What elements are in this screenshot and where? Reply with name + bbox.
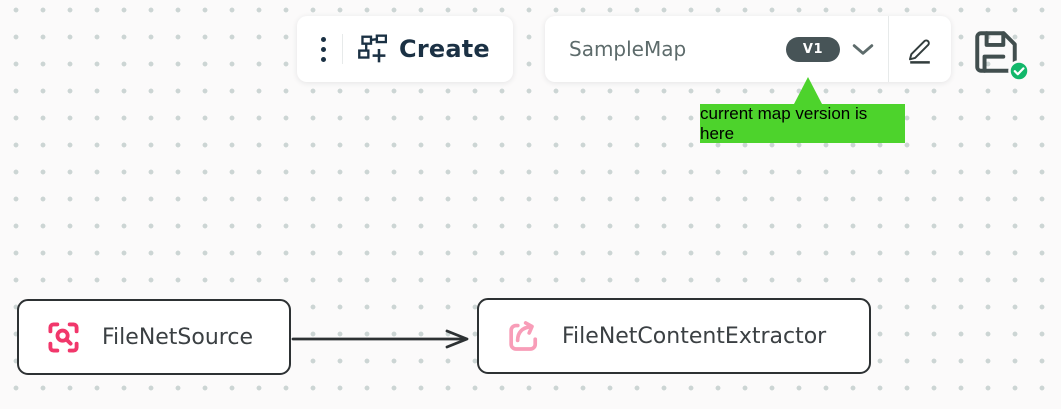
create-button-label: Create [399,35,490,63]
map-selector[interactable]: SampleMap V1 [545,16,951,82]
divider [888,16,889,82]
divider [342,34,343,64]
node-label: FileNetContentExtractor [562,323,827,349]
create-button[interactable]: Create [297,16,513,82]
flow-add-icon [355,34,387,64]
scan-search-icon [45,319,82,356]
kebab-menu-icon[interactable] [317,35,330,64]
node-filenetsource[interactable]: FileNetSource [17,299,291,375]
saved-check-icon [1007,59,1031,83]
node-label: FileNetSource [102,324,253,350]
node-filenetcontentextractor[interactable]: FileNetContentExtractor [477,298,871,374]
map-name: SampleMap [569,37,687,61]
save-button[interactable] [971,27,1031,85]
edit-map-button[interactable] [889,34,951,64]
pencil-icon [908,39,930,64]
annotation-pointer [794,77,822,104]
version-badge: V1 [785,36,840,62]
chevron-down-icon[interactable] [852,43,874,56]
edge-arrow [291,329,469,349]
share-export-icon [505,318,542,355]
annotation-label: current map version is here [700,104,905,143]
